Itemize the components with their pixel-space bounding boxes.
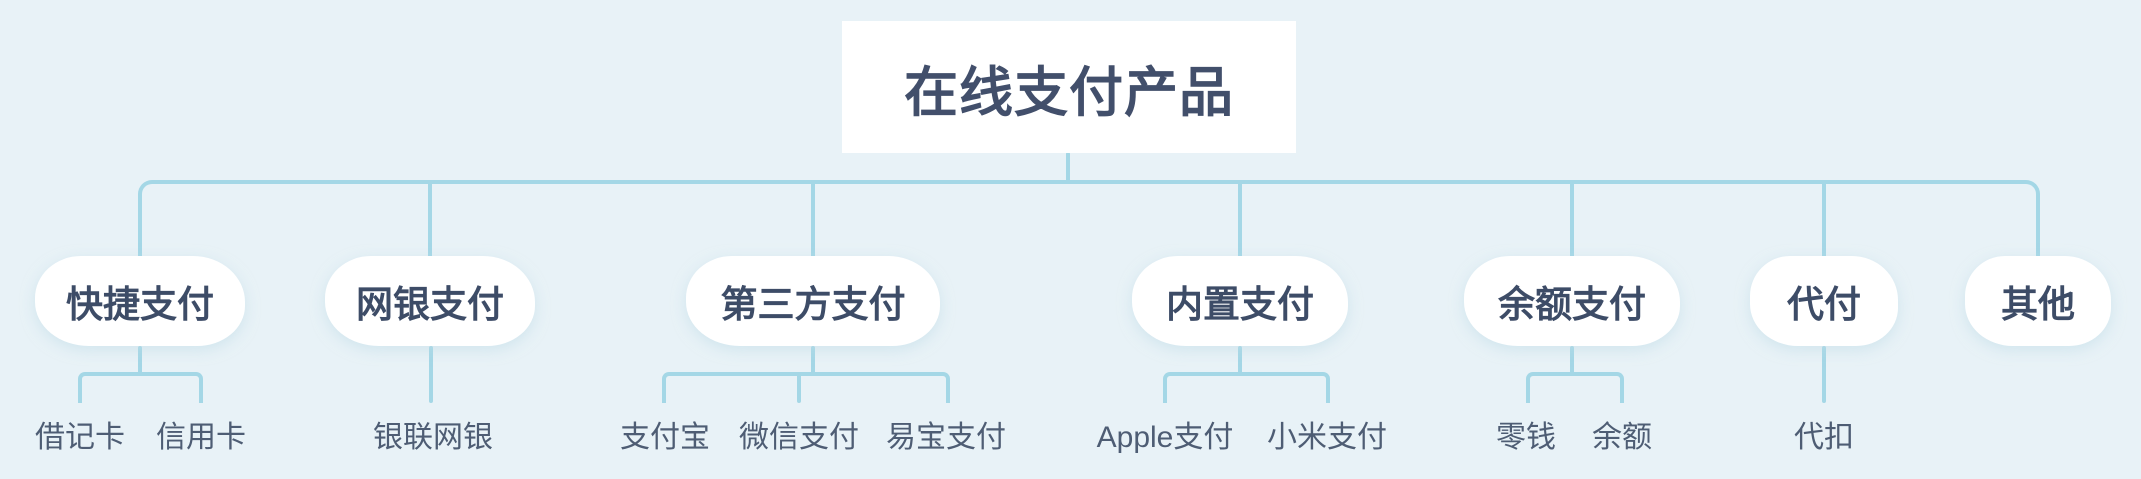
leaf-topic-credit-card[interactable]: 信用卡 xyxy=(156,421,246,454)
connector-level1-bus xyxy=(138,180,2040,258)
leaf-topic-wechat-pay[interactable]: 微信支付 xyxy=(739,421,859,454)
connector-leaf-stub-wechat-pay xyxy=(797,374,801,403)
leaf-topic-change[interactable]: 零钱 xyxy=(1496,421,1556,454)
connector-level2-bus-balance xyxy=(1526,372,1624,403)
connector-drop-online-banking xyxy=(428,182,432,258)
leaf-topic-debit-card[interactable]: 借记卡 xyxy=(35,421,125,454)
connector-root-trunk xyxy=(1066,152,1070,182)
connector-branch-stub-quick-pay xyxy=(138,346,142,374)
leaf-topic-apple-pay[interactable]: Apple支付 xyxy=(1096,421,1234,454)
leaf-topic-unionpay-online-banking[interactable]: 银联网银 xyxy=(373,421,493,454)
leaf-topic-xiaomi-pay[interactable]: 小米支付 xyxy=(1267,421,1387,454)
leaf-topic-yeepay[interactable]: 易宝支付 xyxy=(886,421,1006,454)
connector-branch-stub-online-banking xyxy=(429,346,433,403)
branch-topic-third-party[interactable]: 第三方支付 xyxy=(686,256,940,346)
connector-branch-stub-built-in xyxy=(1238,346,1242,374)
connector-drop-third-party xyxy=(811,182,815,258)
branch-topic-proxy-pay[interactable]: 代付 xyxy=(1750,256,1898,346)
branch-topic-balance[interactable]: 余额支付 xyxy=(1464,256,1680,346)
connector-level2-bus-third-party xyxy=(662,372,950,403)
connector-drop-proxy-pay xyxy=(1822,182,1826,258)
connector-level2-bus-built-in xyxy=(1163,372,1330,403)
connector-drop-balance xyxy=(1570,182,1574,258)
leaf-topic-balance[interactable]: 余额 xyxy=(1592,421,1652,454)
connector-branch-stub-proxy-pay xyxy=(1822,346,1826,403)
branch-topic-built-in[interactable]: 内置支付 xyxy=(1132,256,1348,346)
branch-topic-quick-pay[interactable]: 快捷支付 xyxy=(35,256,245,346)
connector-branch-stub-balance xyxy=(1570,346,1574,374)
connector-level2-bus-quick-pay xyxy=(78,372,203,403)
root-topic[interactable]: 在线支付产品 xyxy=(842,21,1296,153)
connector-branch-stub-third-party xyxy=(811,346,815,374)
leaf-topic-withholding[interactable]: 代扣 xyxy=(1794,421,1854,454)
branch-topic-online-banking[interactable]: 网银支付 xyxy=(325,256,535,346)
branch-topic-other[interactable]: 其他 xyxy=(1965,256,2111,346)
connector-drop-built-in xyxy=(1238,182,1242,258)
leaf-topic-alipay[interactable]: 支付宝 xyxy=(620,421,710,454)
